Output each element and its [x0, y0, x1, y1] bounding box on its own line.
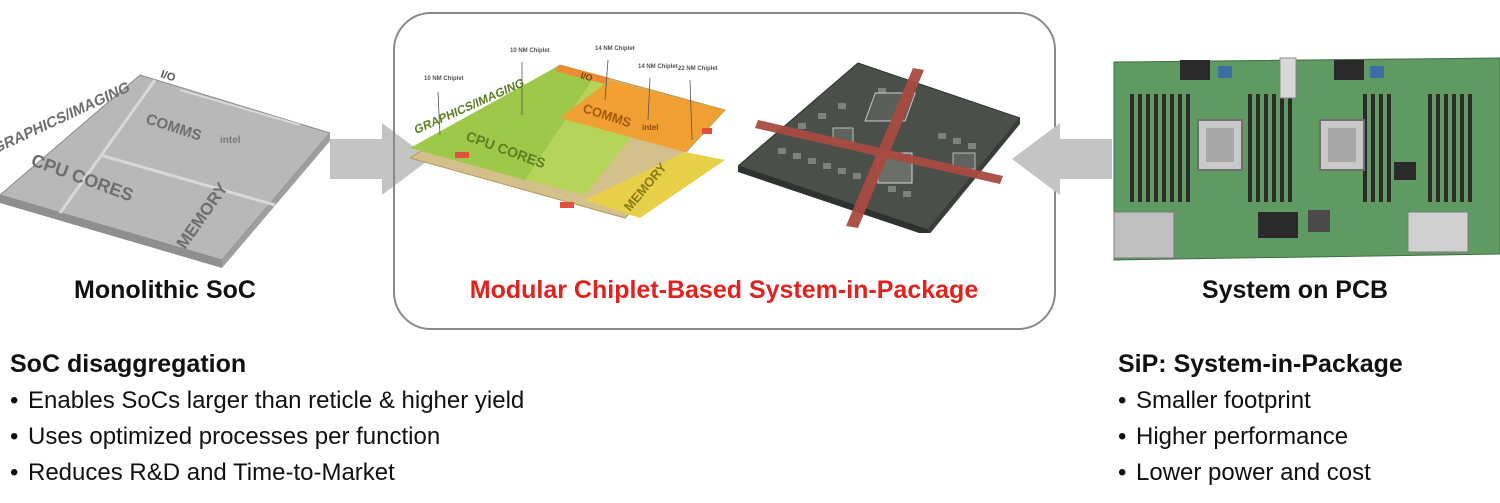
sip-heading: SiP: System-in-Package: [1118, 350, 1403, 378]
sip-benefits-list: Smaller footprint Higher performance Low…: [1118, 383, 1403, 491]
chiplet-io-label: I/O: [579, 70, 593, 83]
chiplet-callout-3: 14 NM Chiplet: [595, 46, 635, 52]
system-on-pcb-caption: System on PCB: [1201, 276, 1389, 304]
chiplet-callout-2: 10 NM Chiplet: [510, 48, 550, 54]
soc-disaggregation-block: SoC disaggregation Enables SoCs larger t…: [10, 350, 524, 491]
list-item: Smaller footprint: [1118, 383, 1403, 419]
list-item: Higher performance: [1118, 419, 1403, 455]
mono-brand-label: intel: [220, 135, 241, 146]
soc-disaggregation-list: Enables SoCs larger than reticle & highe…: [10, 383, 524, 491]
pcb-board-illustration: [1113, 57, 1500, 261]
list-item: Uses optimized processes per function: [10, 419, 524, 455]
chiplet-callout-5: 22 NM Chiplet: [678, 66, 718, 72]
soc-disaggregation-heading: SoC disaggregation: [10, 350, 247, 378]
sip-benefits-block: SiP: System-in-Package Smaller footprint…: [1118, 350, 1403, 491]
list-item: Enables SoCs larger than reticle & highe…: [10, 383, 524, 419]
chiplet-callout-1: 10 NM Chiplet: [424, 76, 464, 82]
mono-io-label: I/O: [159, 68, 177, 84]
right-arrow-icon: [330, 123, 430, 195]
monolithic-soc-caption: Monolithic SoC: [74, 276, 256, 304]
list-item: Reduces R&D and Time-to-Market: [10, 455, 524, 491]
package-substrate-illustration: [738, 62, 1020, 233]
chiplet-die-illustration: 10 NM Chiplet 10 NM Chiplet 14 NM Chiple…: [410, 46, 726, 219]
chiplet-sip-caption: Modular Chiplet-Based System-in-Package: [469, 276, 979, 304]
chiplet-brand-label: intel: [642, 123, 658, 132]
monolithic-soc-die-illustration: I/O GRAPHICS/IMAGING COMMS intel CPU COR…: [0, 68, 330, 268]
left-arrow-icon: [1012, 123, 1112, 195]
list-item: Lower power and cost: [1118, 455, 1403, 491]
chiplet-callout-4: 14 NM Chiplet: [638, 64, 678, 70]
